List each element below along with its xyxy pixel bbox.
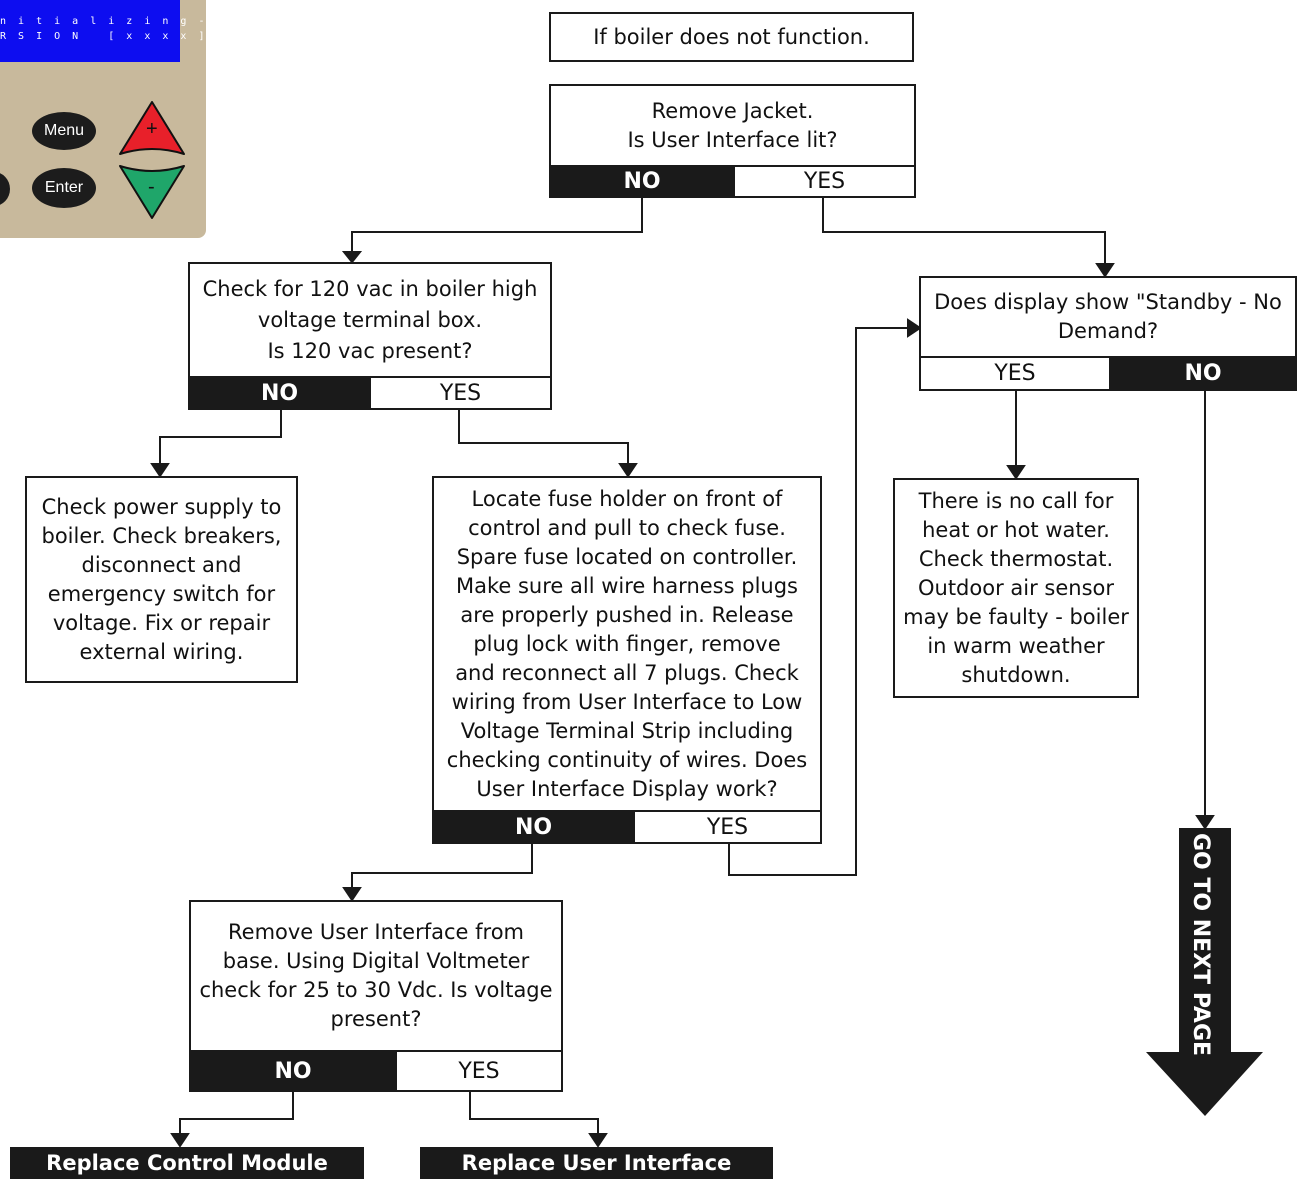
q5-text: Remove User Interface from base. Using D… [199, 920, 553, 1031]
q2-box: Check for 120 vac in boiler high voltage… [188, 262, 552, 378]
q1-box: Remove Jacket. Is User Interface lit? [549, 84, 916, 167]
q3-text: Does display show "Standby - No Demand? [934, 290, 1282, 343]
q5-yes-cell: YES [395, 1050, 563, 1092]
q3-box: Does display show "Standby - No Demand? [919, 276, 1297, 358]
connector-q4-yes [728, 327, 910, 876]
next-page-label: GO TO NEXT PAGE [1179, 832, 1223, 1056]
q2-no-cell: NO [188, 376, 371, 410]
menu-button: Menu [32, 112, 96, 150]
connector-q1-no [351, 197, 643, 258]
enter-button: Enter [32, 168, 96, 208]
no-call-text: There is no call for heat or hot water. … [903, 488, 1129, 687]
q4-text: Locate fuse holder on front of control a… [446, 486, 808, 801]
replace-control-module-bar: Replace Control Module [10, 1147, 364, 1179]
q5-no-cell: NO [189, 1050, 397, 1092]
left-button [0, 172, 10, 206]
q3-no-cell: NO [1109, 356, 1297, 391]
q1-text: Remove Jacket. Is User Interface lit? [627, 98, 838, 152]
down-arrow-label: - [148, 176, 155, 198]
connector-q2-no [159, 409, 282, 466]
connector-q1-yes [822, 197, 1106, 266]
q5-box: Remove User Interface from base. Using D… [189, 900, 563, 1052]
q3-yes-cell: YES [919, 356, 1111, 391]
q2-text: Check for 120 vac in boiler high voltage… [202, 276, 538, 363]
connector-q4-no [351, 843, 533, 890]
start-text: If boiler does not function. [593, 24, 870, 49]
check-power-box: Check power supply to boiler. Check brea… [25, 476, 298, 683]
q1-no-cell: NO [549, 165, 735, 198]
control-panel-illustration: n i t i a l i z i n g - - R S I O N [ x … [0, 0, 223, 238]
next-page-text: GO TO NEXT PAGE [1188, 832, 1214, 1056]
replace-user-interface-bar: Replace User Interface [420, 1147, 773, 1179]
q4-yes-cell: YES [633, 810, 822, 844]
next-page-arrow-icon [1146, 828, 1263, 1116]
down-arrow-icon [119, 165, 185, 219]
no-call-box: There is no call for heat or hot water. … [893, 478, 1139, 698]
q4-no-cell: NO [432, 810, 635, 844]
arrow-buttons [119, 101, 185, 219]
connector-q5-yes [469, 1092, 599, 1136]
up-arrow-icon [119, 101, 185, 155]
connector-q5-no [179, 1092, 294, 1136]
connector-q2-yes [458, 409, 629, 466]
start-box: If boiler does not function. [549, 12, 914, 62]
q2-yes-cell: YES [369, 376, 552, 410]
q1-yes-cell: YES [733, 165, 916, 198]
q4-box: Locate fuse holder on front of control a… [432, 476, 822, 812]
up-arrow-label: + [146, 118, 158, 140]
check-power-text: Check power supply to boiler. Check brea… [41, 494, 282, 664]
